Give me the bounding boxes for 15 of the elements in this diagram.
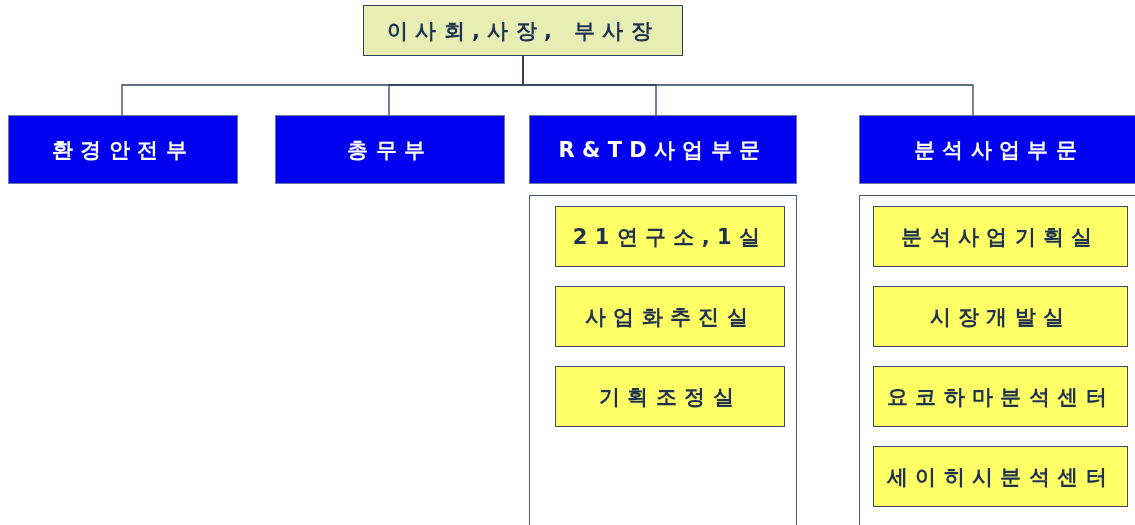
division-panel (859, 195, 1135, 525)
department-box: 총무부 (275, 115, 505, 184)
title-box: 이사회,사장, 부사장 (363, 5, 683, 56)
unit-box: 기획조정실 (555, 366, 785, 427)
unit-box: 분석사업기획실 (873, 206, 1128, 267)
department-box: 환경안전부 (8, 115, 238, 184)
division-box: R&TD사업부문 (529, 115, 797, 184)
division-box: 분석사업부문 (859, 115, 1135, 184)
unit-box: 사업화추진실 (555, 286, 785, 347)
connector-line (522, 55, 974, 116)
unit-box: 21연구소,1실 (555, 206, 785, 267)
unit-box: 시장개발실 (873, 286, 1128, 347)
unit-box: 세이히시분석센터 (873, 446, 1128, 507)
unit-box: 요코하마분석센터 (873, 366, 1128, 427)
division-panel (529, 195, 797, 525)
